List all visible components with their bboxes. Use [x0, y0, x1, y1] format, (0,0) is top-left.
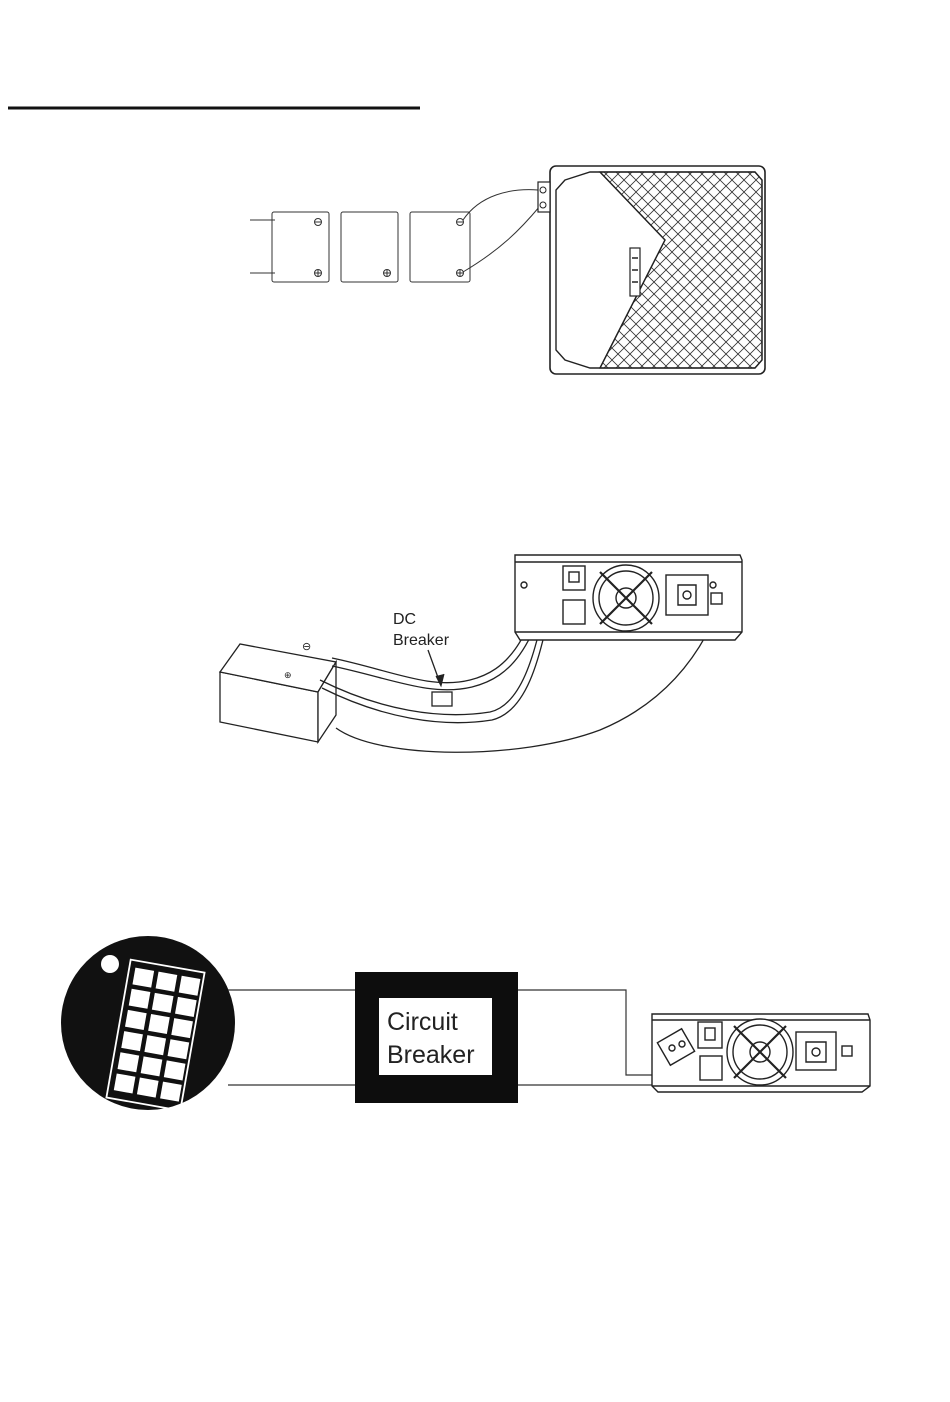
dip-switch-icon — [563, 600, 585, 624]
solar-cell — [137, 1078, 159, 1098]
remote-port-2-icon — [842, 1046, 852, 1056]
battery-2 — [341, 212, 398, 282]
solar-cell — [152, 993, 174, 1013]
cable-to-inverter-pos — [463, 206, 540, 272]
battery-box — [220, 644, 336, 742]
solar-cell — [132, 968, 154, 988]
dc-breaker-icon — [432, 692, 452, 706]
dc-breaker-label-line1: DC — [393, 611, 416, 628]
inverter-display-icon — [630, 248, 640, 296]
solar-cell — [118, 1052, 140, 1072]
solar-cell — [171, 1018, 193, 1038]
battery-neg-symbol: ⊖ — [302, 641, 311, 653]
battery-pos-symbol: ⊕ — [284, 670, 292, 680]
solar-cell — [164, 1060, 186, 1080]
solar-cell — [160, 1082, 182, 1102]
dc-breaker-label-line2: Breaker — [393, 632, 450, 649]
solar-cell — [129, 989, 151, 1009]
figure-dc-breaker-wiring: ⊖ ⊕ DC Breaker — [220, 555, 742, 752]
solar-cell — [144, 1035, 166, 1055]
solar-cell — [125, 1010, 147, 1030]
figure-pv-circuit-breaker: Circuit Breaker — [61, 936, 870, 1111]
inverter-rear-view-2 — [652, 1014, 870, 1092]
solar-cell — [156, 972, 178, 992]
figure-battery-bank — [250, 190, 540, 282]
inverter-hatched-panel — [600, 172, 762, 368]
solar-cell — [179, 976, 201, 996]
pv-input-terminal-icon — [700, 1056, 722, 1080]
inverter-rear-view-1 — [515, 555, 742, 640]
circuit-breaker-label-line1: Circuit — [387, 1008, 458, 1036]
solar-cell — [114, 1073, 136, 1093]
inverter-top-view — [538, 166, 765, 374]
solar-panel-sun-icon — [101, 955, 119, 973]
solar-cell — [121, 1031, 143, 1051]
solar-cell — [148, 1014, 170, 1034]
cable-to-inverter-neg — [463, 190, 538, 220]
solar-cell — [168, 1039, 190, 1059]
remote-port-icon — [711, 593, 722, 604]
solar-cell — [141, 1056, 163, 1076]
solar-cell — [175, 997, 197, 1017]
circuit-breaker-label-line2: Breaker — [387, 1041, 475, 1069]
